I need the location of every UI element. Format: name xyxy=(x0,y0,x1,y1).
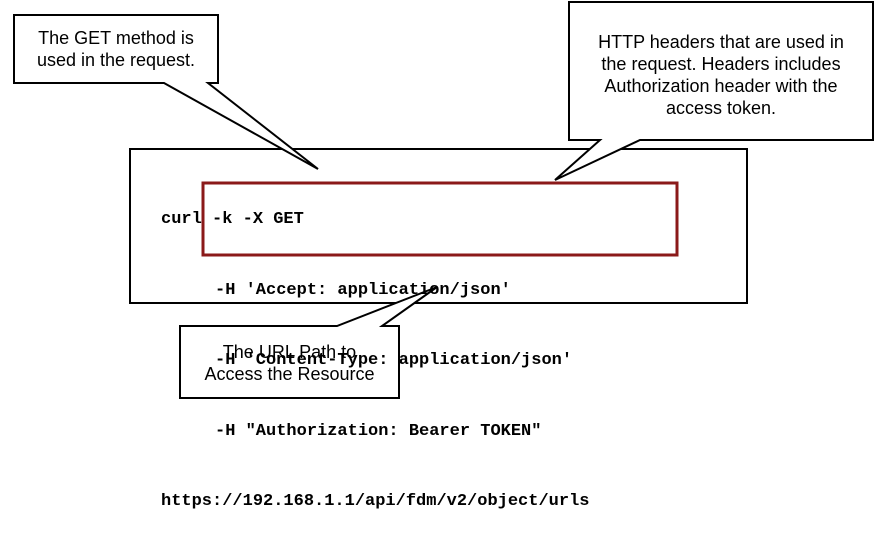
method-callout-bubble xyxy=(13,14,319,170)
headers-highlight-box xyxy=(201,181,679,257)
curl-command: curl -k -X GET -H 'Accept: application/j… xyxy=(161,161,589,537)
url-callout-bubble xyxy=(179,286,438,399)
code-box xyxy=(129,148,748,304)
headers-callout-line-3: Authorization header with the xyxy=(604,76,838,96)
code-line-url: https://192.168.1.1/api/fdm/v2/object/ur… xyxy=(161,492,590,511)
headers-callout-line-2: the request. Headers includes xyxy=(601,54,841,74)
headers-callout-line-4: access token. xyxy=(665,98,777,118)
code-line-command: curl -k -X GET xyxy=(161,210,304,229)
code-line-authorization-header: -H "Authorization: Bearer TOKEN" xyxy=(215,421,542,441)
headers-callout-bubble xyxy=(554,1,874,181)
url-callout-line-2: Access the Resource xyxy=(204,364,375,384)
url-callout-text: The URL Path to Access the Resource xyxy=(180,341,399,385)
diagram-canvas xyxy=(13,1,874,399)
code-line-content-type-header: -H 'Content-Type: application/json' xyxy=(215,351,573,370)
method-callout-line-2: used in the request. xyxy=(36,50,196,70)
url-callout-line-1: The URL Path to xyxy=(222,342,357,362)
headers-callout-line-1: HTTP headers that are used in xyxy=(598,32,844,52)
headers-callout-text: HTTP headers that are used in the reques… xyxy=(569,31,873,119)
method-callout-text: The GET method is used in the request. xyxy=(14,27,218,71)
method-callout-line-1: The GET method is xyxy=(38,28,194,48)
code-line-accept-header: -H 'Accept: application/json' xyxy=(215,280,511,300)
